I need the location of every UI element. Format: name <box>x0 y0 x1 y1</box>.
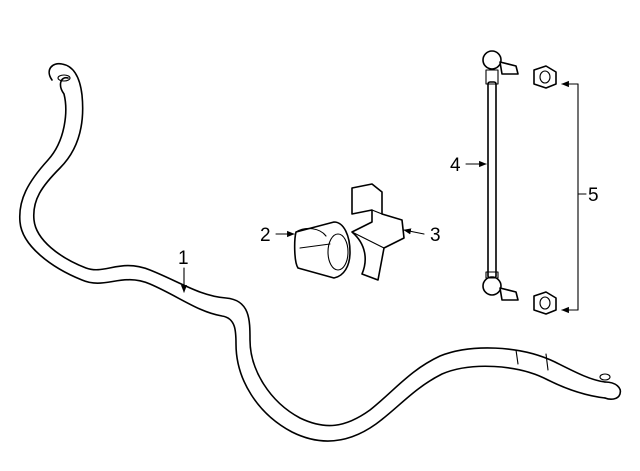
leader-3 <box>403 228 425 235</box>
callout-1: 1 <box>178 248 189 269</box>
bracket <box>351 183 405 281</box>
stabilizer-bar <box>18 62 622 442</box>
callout-4: 4 <box>450 155 461 176</box>
callout-2: 2 <box>260 225 271 246</box>
callout-5: 5 <box>588 185 599 206</box>
nuts <box>533 65 587 315</box>
bushing <box>293 221 351 279</box>
callout-3: 3 <box>430 225 441 246</box>
stabilizer-link <box>482 50 519 301</box>
